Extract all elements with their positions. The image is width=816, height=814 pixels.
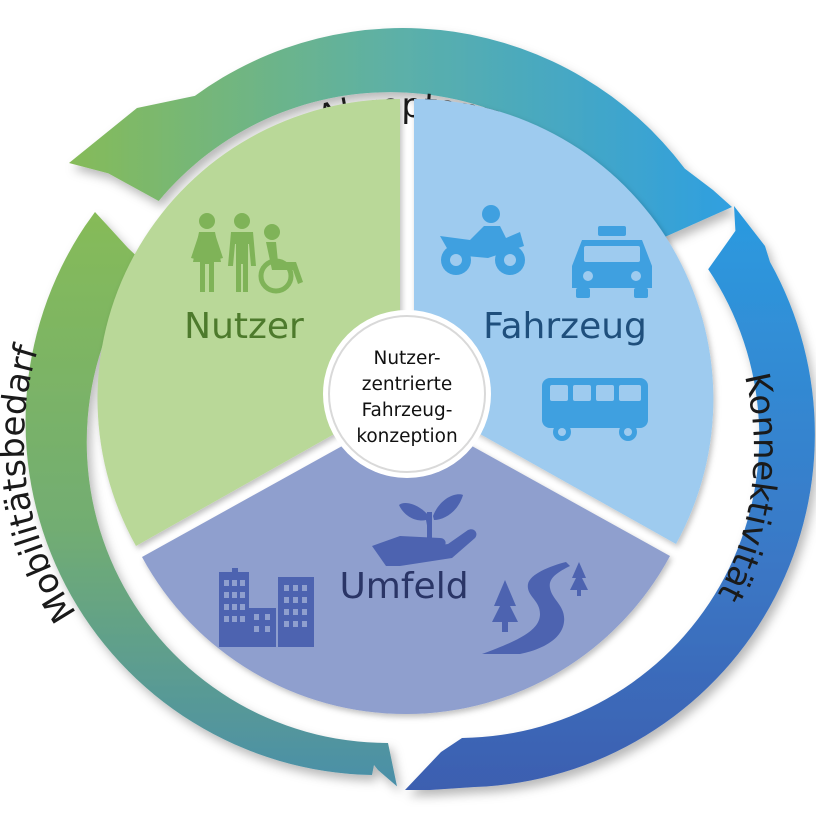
segment-user <box>97 98 400 546</box>
man-icon <box>228 213 256 292</box>
segment-label-environment: Umfeld <box>339 566 468 607</box>
woman-icon <box>191 213 223 292</box>
road-trees-icon <box>482 562 588 654</box>
motorcycle-icon <box>440 205 525 275</box>
segment-label-vehicle: Fahrzeug <box>483 306 647 347</box>
ring-arrow-right <box>405 206 815 790</box>
ring-arrow-top <box>69 28 732 240</box>
center-line-1: Nutzer- <box>373 348 440 369</box>
outer-ring <box>25 28 815 790</box>
segment-label-user: Nutzer <box>184 306 304 347</box>
center-line-4: konzeption <box>356 426 457 447</box>
city-buildings-icon <box>219 568 314 647</box>
hand-plant-icon <box>372 494 477 566</box>
taxi-icon <box>572 226 652 298</box>
wheelchair-icon <box>258 224 303 294</box>
center-line-2: zentrierte <box>362 374 452 395</box>
center-line-3: Fahrzeug- <box>362 400 453 421</box>
ring-arrow-left <box>25 212 398 787</box>
center-hub: Nutzer- zentrierte Fahrzeug- konzeption <box>323 310 491 478</box>
bus-icon <box>542 378 648 441</box>
